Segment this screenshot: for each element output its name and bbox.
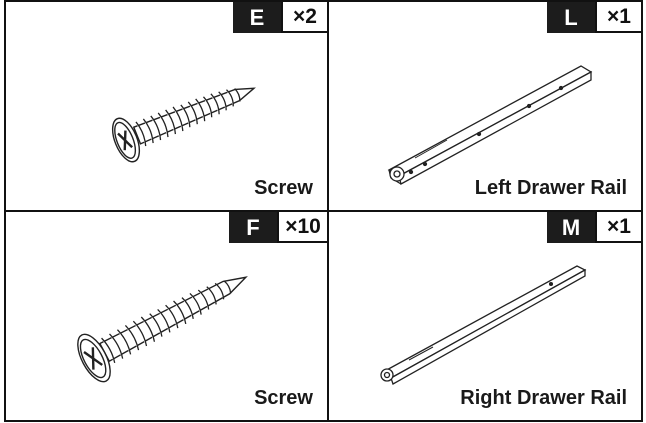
part-letter: E <box>233 2 281 33</box>
part-cell-l: L ×1 Left Drawer Rail <box>327 0 643 212</box>
part-tag: F ×10 <box>229 212 327 243</box>
part-tag: L ×1 <box>547 2 641 33</box>
part-cell-m: M ×1 Right Drawer Rail <box>327 210 643 422</box>
part-letter: L <box>547 2 595 33</box>
part-cell-e: E ×2 <box>4 0 329 212</box>
part-quantity: ×10 <box>277 212 327 243</box>
part-tag: M ×1 <box>547 212 641 243</box>
part-quantity: ×1 <box>595 2 641 33</box>
part-quantity: ×1 <box>595 212 641 243</box>
part-name: Screw <box>254 387 313 409</box>
part-letter: F <box>229 212 277 243</box>
part-quantity: ×2 <box>281 2 327 33</box>
part-tag: E ×2 <box>233 2 327 33</box>
part-cell-f: F ×10 Screw <box>4 210 329 422</box>
right-drawer-rail-icon <box>380 265 587 385</box>
part-name: Right Drawer Rail <box>460 387 627 409</box>
part-letter: M <box>547 212 595 243</box>
screw-icon <box>111 87 257 163</box>
part-name: Left Drawer Rail <box>474 177 627 199</box>
part-name: Screw <box>254 177 313 199</box>
screw-icon <box>77 276 248 383</box>
left-drawer-rail-icon <box>387 65 593 185</box>
